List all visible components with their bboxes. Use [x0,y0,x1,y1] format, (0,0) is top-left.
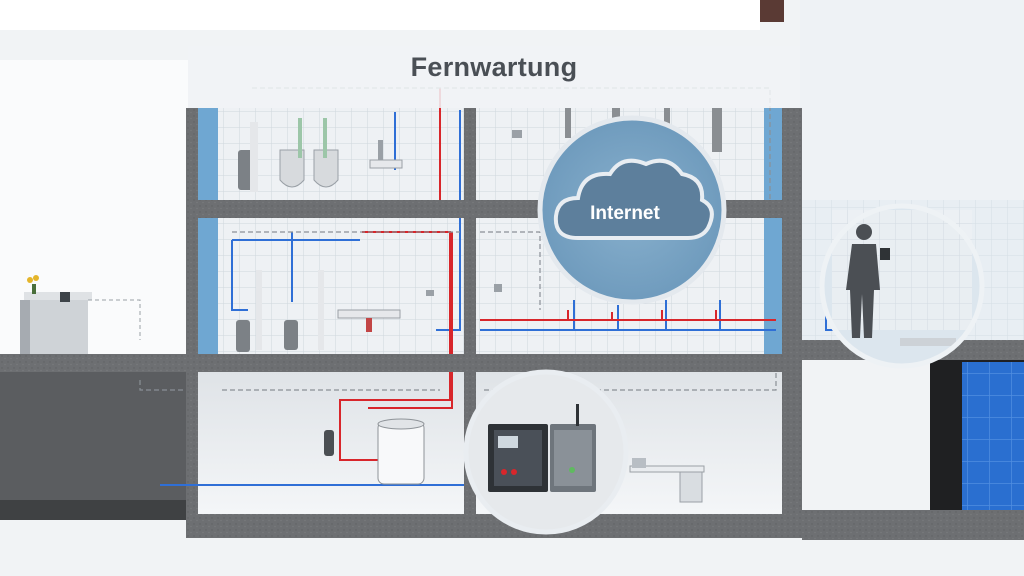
sink-icon [369,140,403,169]
internet-cloud-circle [537,115,727,305]
control-panel-icon [488,404,596,492]
technician-circle [819,203,985,369]
urinal-icon [279,149,339,188]
water-heater-icon [377,418,425,485]
cloud-label: Internet [590,203,660,224]
sink-icon [337,309,401,332]
person-with-tablet-icon [846,224,890,338]
control-panel-circle [463,369,629,535]
toilet-icon [238,122,258,192]
shower-icon [426,284,502,296]
flower-icon [27,275,39,294]
page-title: Fernwartung [410,52,578,82]
toilet-icon [236,270,324,352]
cloud-icon [553,158,714,240]
title-band [188,46,800,108]
